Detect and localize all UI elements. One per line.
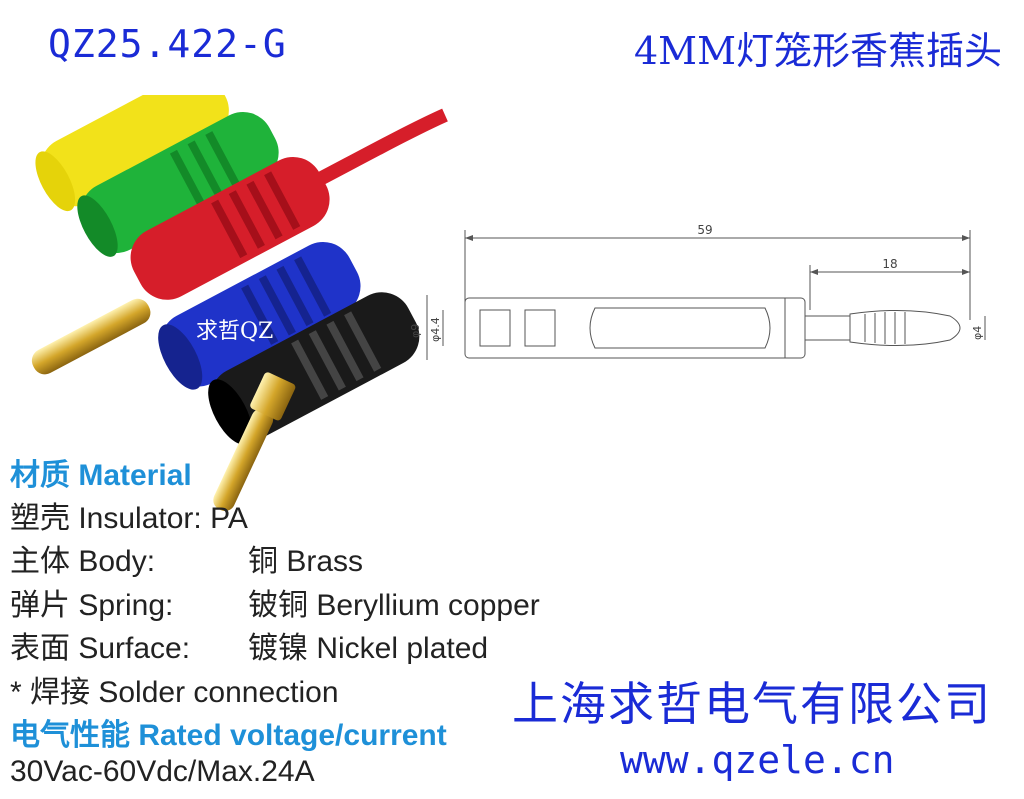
spring-row: 弹片 Spring: 铍铜 Beryllium copper: [10, 580, 610, 624]
dim-d44: φ4.4: [429, 317, 442, 342]
insulator-row: 塑壳 Insulator: PA: [10, 493, 248, 537]
gold-pin-loose: [213, 372, 296, 512]
surface-label: 表面 Surface:: [10, 632, 191, 665]
material-heading: 材质 Material: [10, 459, 192, 492]
spring-value: 铍铜 Beryllium copper: [248, 589, 540, 622]
model-number: QZ25.422-G: [48, 22, 287, 66]
website-link[interactable]: www.qzele.cn: [620, 738, 895, 782]
insulator-value: PA: [210, 502, 248, 535]
rated-value: 30Vac-60Vdc/Max.24A: [10, 755, 315, 788]
red-plug: [130, 156, 330, 300]
rated-heading: 电气性能 Rated voltage/current: [10, 719, 447, 752]
solder-note: * 焊接 Solder connection: [10, 676, 339, 709]
dim-d4: φ4: [971, 326, 984, 340]
product-title: 4MM灯笼形香蕉插头: [634, 29, 1002, 73]
spring-label: 弹片 Spring:: [10, 589, 174, 622]
yellow-plug: [35, 95, 229, 212]
body-label: 主体 Body:: [10, 545, 156, 578]
dim-pin: 18: [882, 257, 897, 271]
surface-value: 镀镍 Nickel plated: [248, 632, 489, 665]
blue-plug: [158, 241, 361, 390]
body-value: 铜 Brass: [248, 545, 364, 578]
product-photo: [31, 95, 448, 512]
green-plug: [77, 111, 279, 257]
body-row: 主体 Body: 铜 Brass: [10, 536, 610, 580]
dim-total: 59: [697, 223, 712, 237]
surface-row: 表面 Surface: 镀镍 Nickel plated: [10, 623, 610, 667]
watermark: 求哲QZ: [196, 319, 274, 344]
insulator-label: 塑壳 Insulator:: [10, 502, 202, 535]
dim-d9: φ9: [409, 324, 422, 338]
gold-pin-left: [31, 298, 151, 375]
company-name: 上海求哲电气有限公司: [512, 677, 992, 731]
technical-drawing: 59 18 φ9 φ4.4 φ4: [409, 223, 986, 360]
